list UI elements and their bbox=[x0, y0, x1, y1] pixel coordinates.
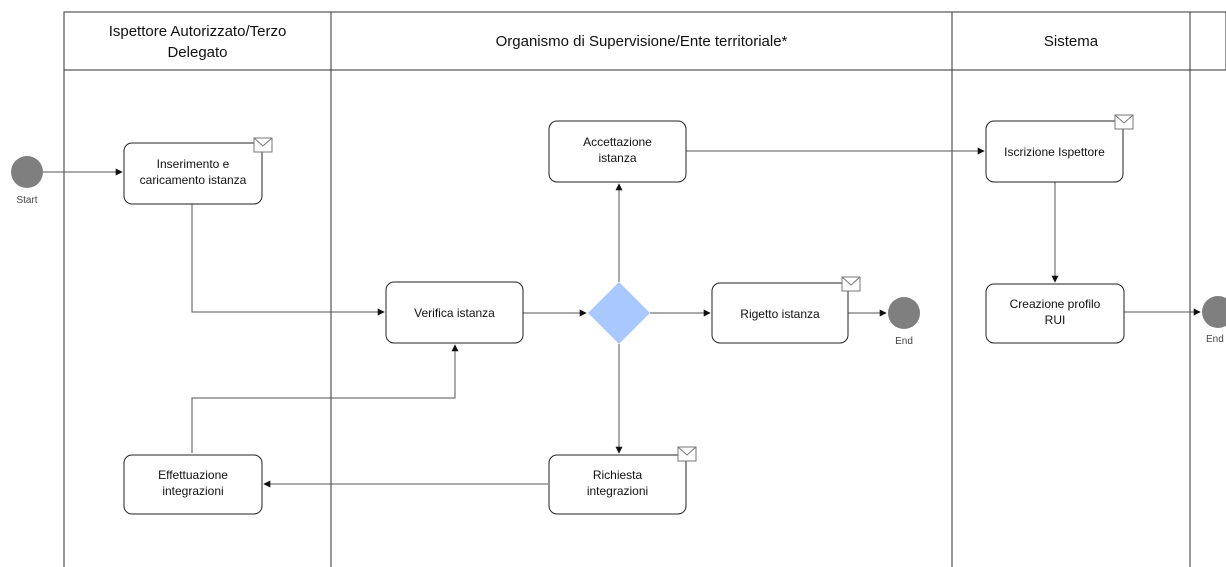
task-richiesta-line1: Richiesta bbox=[593, 468, 643, 482]
start-label: Start bbox=[16, 195, 37, 206]
task-inserimento-line2: caricamento istanza bbox=[140, 173, 247, 187]
envelope-icon bbox=[841, 276, 861, 292]
lane-title-inspector-line1: Ispettore Autorizzato/Terzo bbox=[109, 23, 287, 40]
envelope-icon bbox=[1114, 114, 1134, 130]
task-rigetto-box bbox=[711, 282, 849, 344]
envelope-icon bbox=[253, 137, 273, 153]
task-verifica: Verifica istanza bbox=[385, 281, 524, 344]
task-inserimento-box bbox=[123, 142, 263, 205]
task-effettuazione-line1: Effettuazione bbox=[158, 468, 228, 482]
task-iscrizione-box bbox=[985, 120, 1124, 183]
task-verifica-box bbox=[385, 281, 524, 344]
task-accettazione-line1: Accettazione bbox=[583, 135, 652, 149]
task-rigetto-label: Rigetto istanza bbox=[740, 307, 820, 321]
start-circle bbox=[11, 156, 43, 188]
edge-effettuazione-to-verifica bbox=[191, 344, 459, 453]
task-effettuazione-line2: integrazioni bbox=[162, 484, 223, 498]
task-accettazione-line2: istanza bbox=[598, 151, 636, 165]
edge-inserimento-to-verifica bbox=[191, 204, 385, 316]
task-iscrizione-label: Iscrizione Ispettore bbox=[1004, 145, 1105, 159]
swimlanes: Ispettore Autorizzato/Terzo Delegato Org… bbox=[63, 11, 1226, 567]
task-creazione: Creazione profilo RUI bbox=[985, 283, 1125, 344]
end-circle-system bbox=[1202, 296, 1226, 328]
task-richiesta-box bbox=[548, 454, 687, 515]
start-event: Start bbox=[11, 156, 43, 206]
lane-title-system: Sistema bbox=[1044, 33, 1099, 50]
task-richiesta: Richiesta integrazioni bbox=[548, 454, 687, 515]
task-verifica-label: Verifica istanza bbox=[414, 306, 495, 320]
task-effettuazione: Effettuazione integrazioni bbox=[123, 454, 263, 515]
task-richiesta-line2: integrazioni bbox=[587, 484, 648, 498]
task-inserimento-line1: Inserimento e bbox=[157, 157, 230, 171]
end-label-system: End bbox=[1206, 334, 1224, 345]
lane-title-inspector-line2: Delegato bbox=[167, 44, 227, 61]
envelope-icon bbox=[677, 446, 697, 462]
end-label-reject: End bbox=[895, 336, 913, 347]
task-creazione-line2: RUI bbox=[1045, 313, 1066, 327]
lane-title-supervision: Organismo di Supervisione/Ente territori… bbox=[496, 33, 788, 50]
task-accettazione-box bbox=[548, 120, 687, 183]
task-creazione-box bbox=[985, 283, 1125, 344]
task-creazione-line1: Creazione profilo bbox=[1010, 297, 1101, 311]
end-event-reject: End bbox=[888, 297, 920, 347]
task-rigetto: Rigetto istanza bbox=[711, 282, 849, 344]
task-effettuazione-box bbox=[123, 454, 263, 515]
end-event-system: End bbox=[1202, 296, 1226, 345]
task-iscrizione: Iscrizione Ispettore bbox=[985, 120, 1124, 183]
end-circle-reject bbox=[888, 297, 920, 329]
decision-gateway bbox=[588, 282, 650, 344]
task-accettazione: Accettazione istanza bbox=[548, 120, 687, 183]
task-inserimento: Inserimento e caricamento istanza bbox=[123, 142, 263, 205]
edges bbox=[43, 147, 1201, 488]
